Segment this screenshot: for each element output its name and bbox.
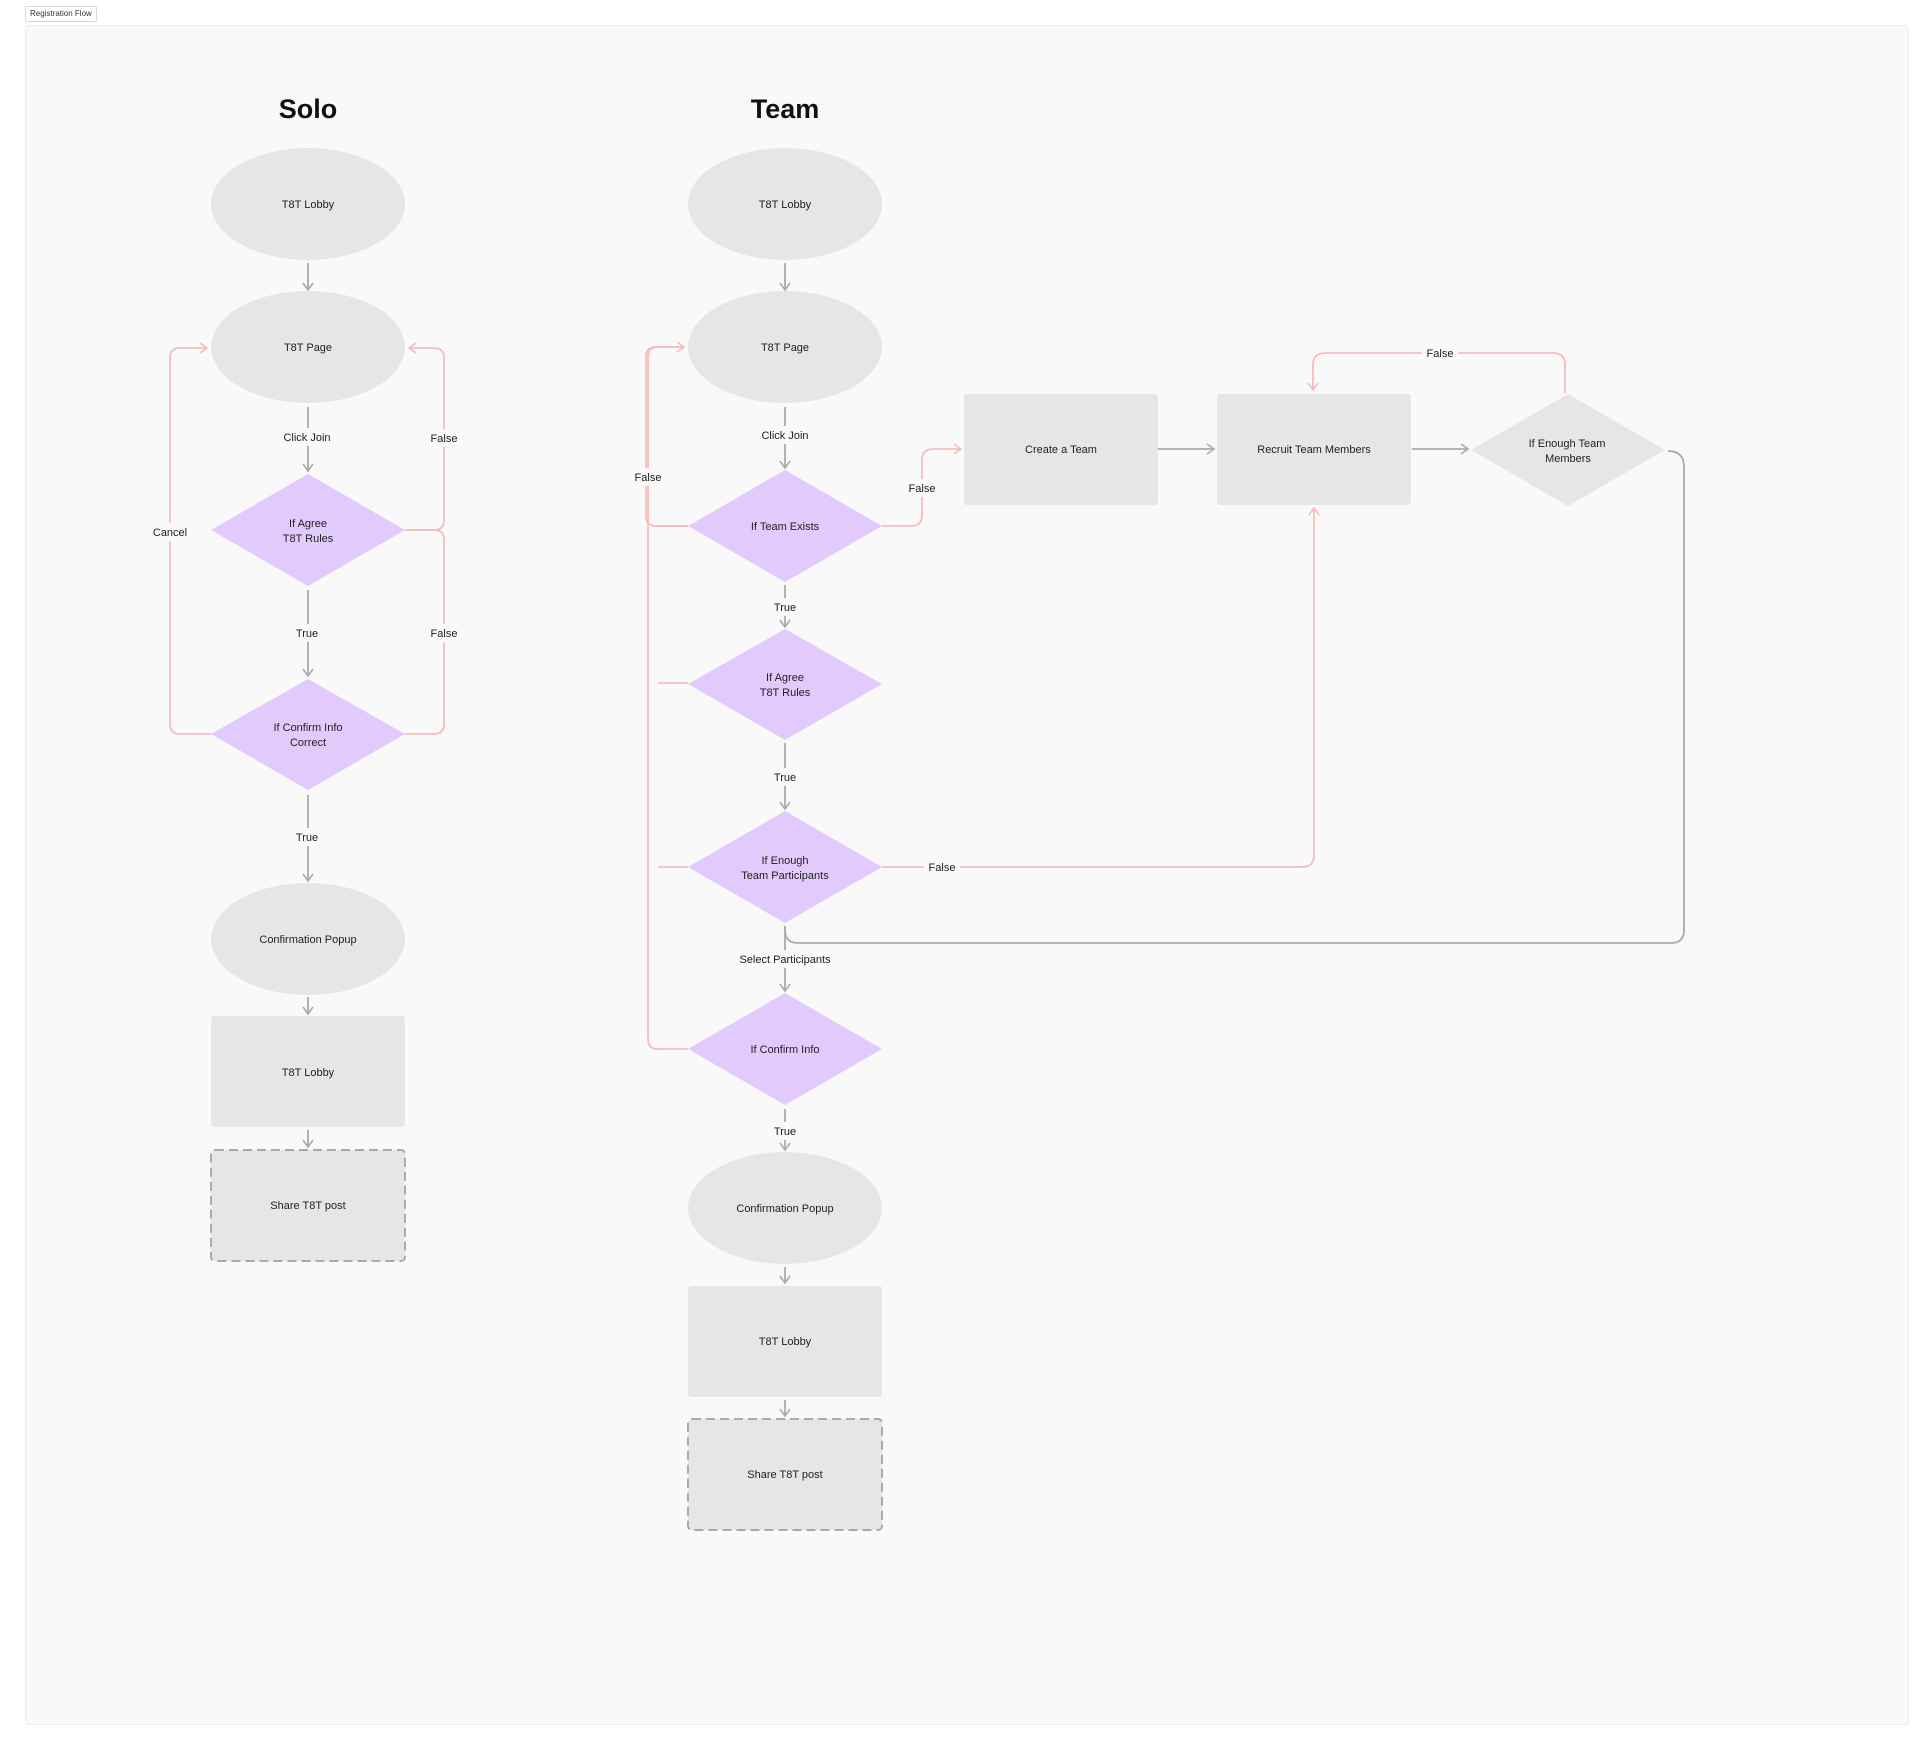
svg-text:Confirmation Popup: Confirmation Popup (736, 1203, 833, 1215)
label-team-true-2: True (774, 772, 796, 784)
edge-labels: Click Join True True False False Cancel … (148, 344, 1458, 1140)
team-confirm-decision[interactable]: If Confirm Info (688, 993, 882, 1105)
label-solo-true-2: True (296, 832, 318, 844)
label-team-click-join: Click Join (761, 430, 808, 442)
create-team-node[interactable]: Create a Team (964, 394, 1158, 505)
svg-text:If Agree: If Agree (766, 672, 804, 684)
recruit-members-node[interactable]: Recruit Team Members (1217, 394, 1411, 505)
edge-enough-false-recruit (882, 506, 1320, 868)
svg-text:T8T Lobby: T8T Lobby (282, 1067, 335, 1079)
svg-text:T8T Page: T8T Page (284, 342, 332, 354)
frame-title-tag[interactable]: Registration Flow (25, 6, 97, 22)
solo-heading: Solo (279, 94, 338, 124)
svg-text:Team Participants: Team Participants (741, 870, 829, 882)
svg-text:If Confirm Info: If Confirm Info (750, 1044, 819, 1056)
svg-text:Share T8T post: Share T8T post (270, 1200, 345, 1212)
team-share-node[interactable]: Share T8T post (687, 1418, 883, 1531)
solo-popup-node[interactable]: Confirmation Popup (211, 883, 405, 995)
svg-text:T8T Lobby: T8T Lobby (759, 199, 812, 211)
label-team-true-1: True (774, 602, 796, 614)
team-heading: Team (751, 94, 820, 124)
label-team-false-exists: False (909, 483, 936, 495)
team-enough-decision[interactable]: If Enough Team Participants (688, 811, 882, 923)
solo-share-node[interactable]: Share T8T post (210, 1149, 406, 1262)
team-page-node[interactable]: T8T Page (688, 291, 882, 403)
solo-confirm-decision[interactable]: If Confirm Info Correct (211, 679, 405, 790)
svg-text:Confirmation Popup: Confirmation Popup (259, 934, 356, 946)
svg-text:If Agree: If Agree (289, 518, 327, 530)
edge-team-false-left (647, 341, 688, 1050)
svg-text:If Team Exists: If Team Exists (751, 521, 820, 533)
label-solo-false-2: False (431, 628, 458, 640)
svg-text:T8T Lobby: T8T Lobby (282, 199, 335, 211)
label-team-false-enough: False (929, 862, 956, 874)
svg-text:If Enough: If Enough (761, 855, 808, 867)
svg-text:Share T8T post: Share T8T post (747, 1469, 822, 1481)
team-lobby-node[interactable]: T8T Lobby (688, 148, 882, 260)
svg-text:Recruit Team Members: Recruit Team Members (1257, 444, 1371, 456)
svg-text:Correct: Correct (290, 737, 326, 749)
label-team-select-participants: Select Participants (739, 954, 831, 966)
label-team-false-top: False (1427, 348, 1454, 360)
solo-page-node[interactable]: T8T Page (211, 291, 405, 403)
solo-lobby-node[interactable]: T8T Lobby (211, 148, 405, 260)
team-agree-decision[interactable]: If Agree T8T Rules (688, 629, 882, 740)
svg-text:If Enough Team: If Enough Team (1529, 438, 1606, 450)
solo-agree-decision[interactable]: If Agree T8T Rules (211, 474, 405, 586)
svg-text:Create a Team: Create a Team (1025, 444, 1097, 456)
svg-text:Members: Members (1545, 453, 1591, 465)
svg-text:T8T Rules: T8T Rules (283, 533, 334, 545)
label-solo-true-1: True (296, 628, 318, 640)
svg-text:T8T Page: T8T Page (761, 342, 809, 354)
svg-text:T8T Lobby: T8T Lobby (759, 1336, 812, 1348)
team-exists-decision[interactable]: If Team Exists (688, 470, 882, 582)
label-solo-click-join: Click Join (283, 432, 330, 444)
team-popup-node[interactable]: Confirmation Popup (688, 1152, 882, 1264)
label-solo-cancel: Cancel (153, 527, 187, 539)
label-team-true-3: True (774, 1126, 796, 1138)
edge-check-true-return (784, 450, 1685, 944)
label-solo-false-1: False (431, 433, 458, 445)
solo-lobby-end-node[interactable]: T8T Lobby (211, 1016, 405, 1127)
svg-text:If Confirm Info: If Confirm Info (273, 722, 342, 734)
team-lobby-end-node[interactable]: T8T Lobby (688, 1286, 882, 1397)
enough-members-decision[interactable]: If Enough Team Members (1471, 394, 1665, 506)
label-team-false-left: False (635, 472, 662, 484)
svg-text:T8T Rules: T8T Rules (760, 687, 811, 699)
